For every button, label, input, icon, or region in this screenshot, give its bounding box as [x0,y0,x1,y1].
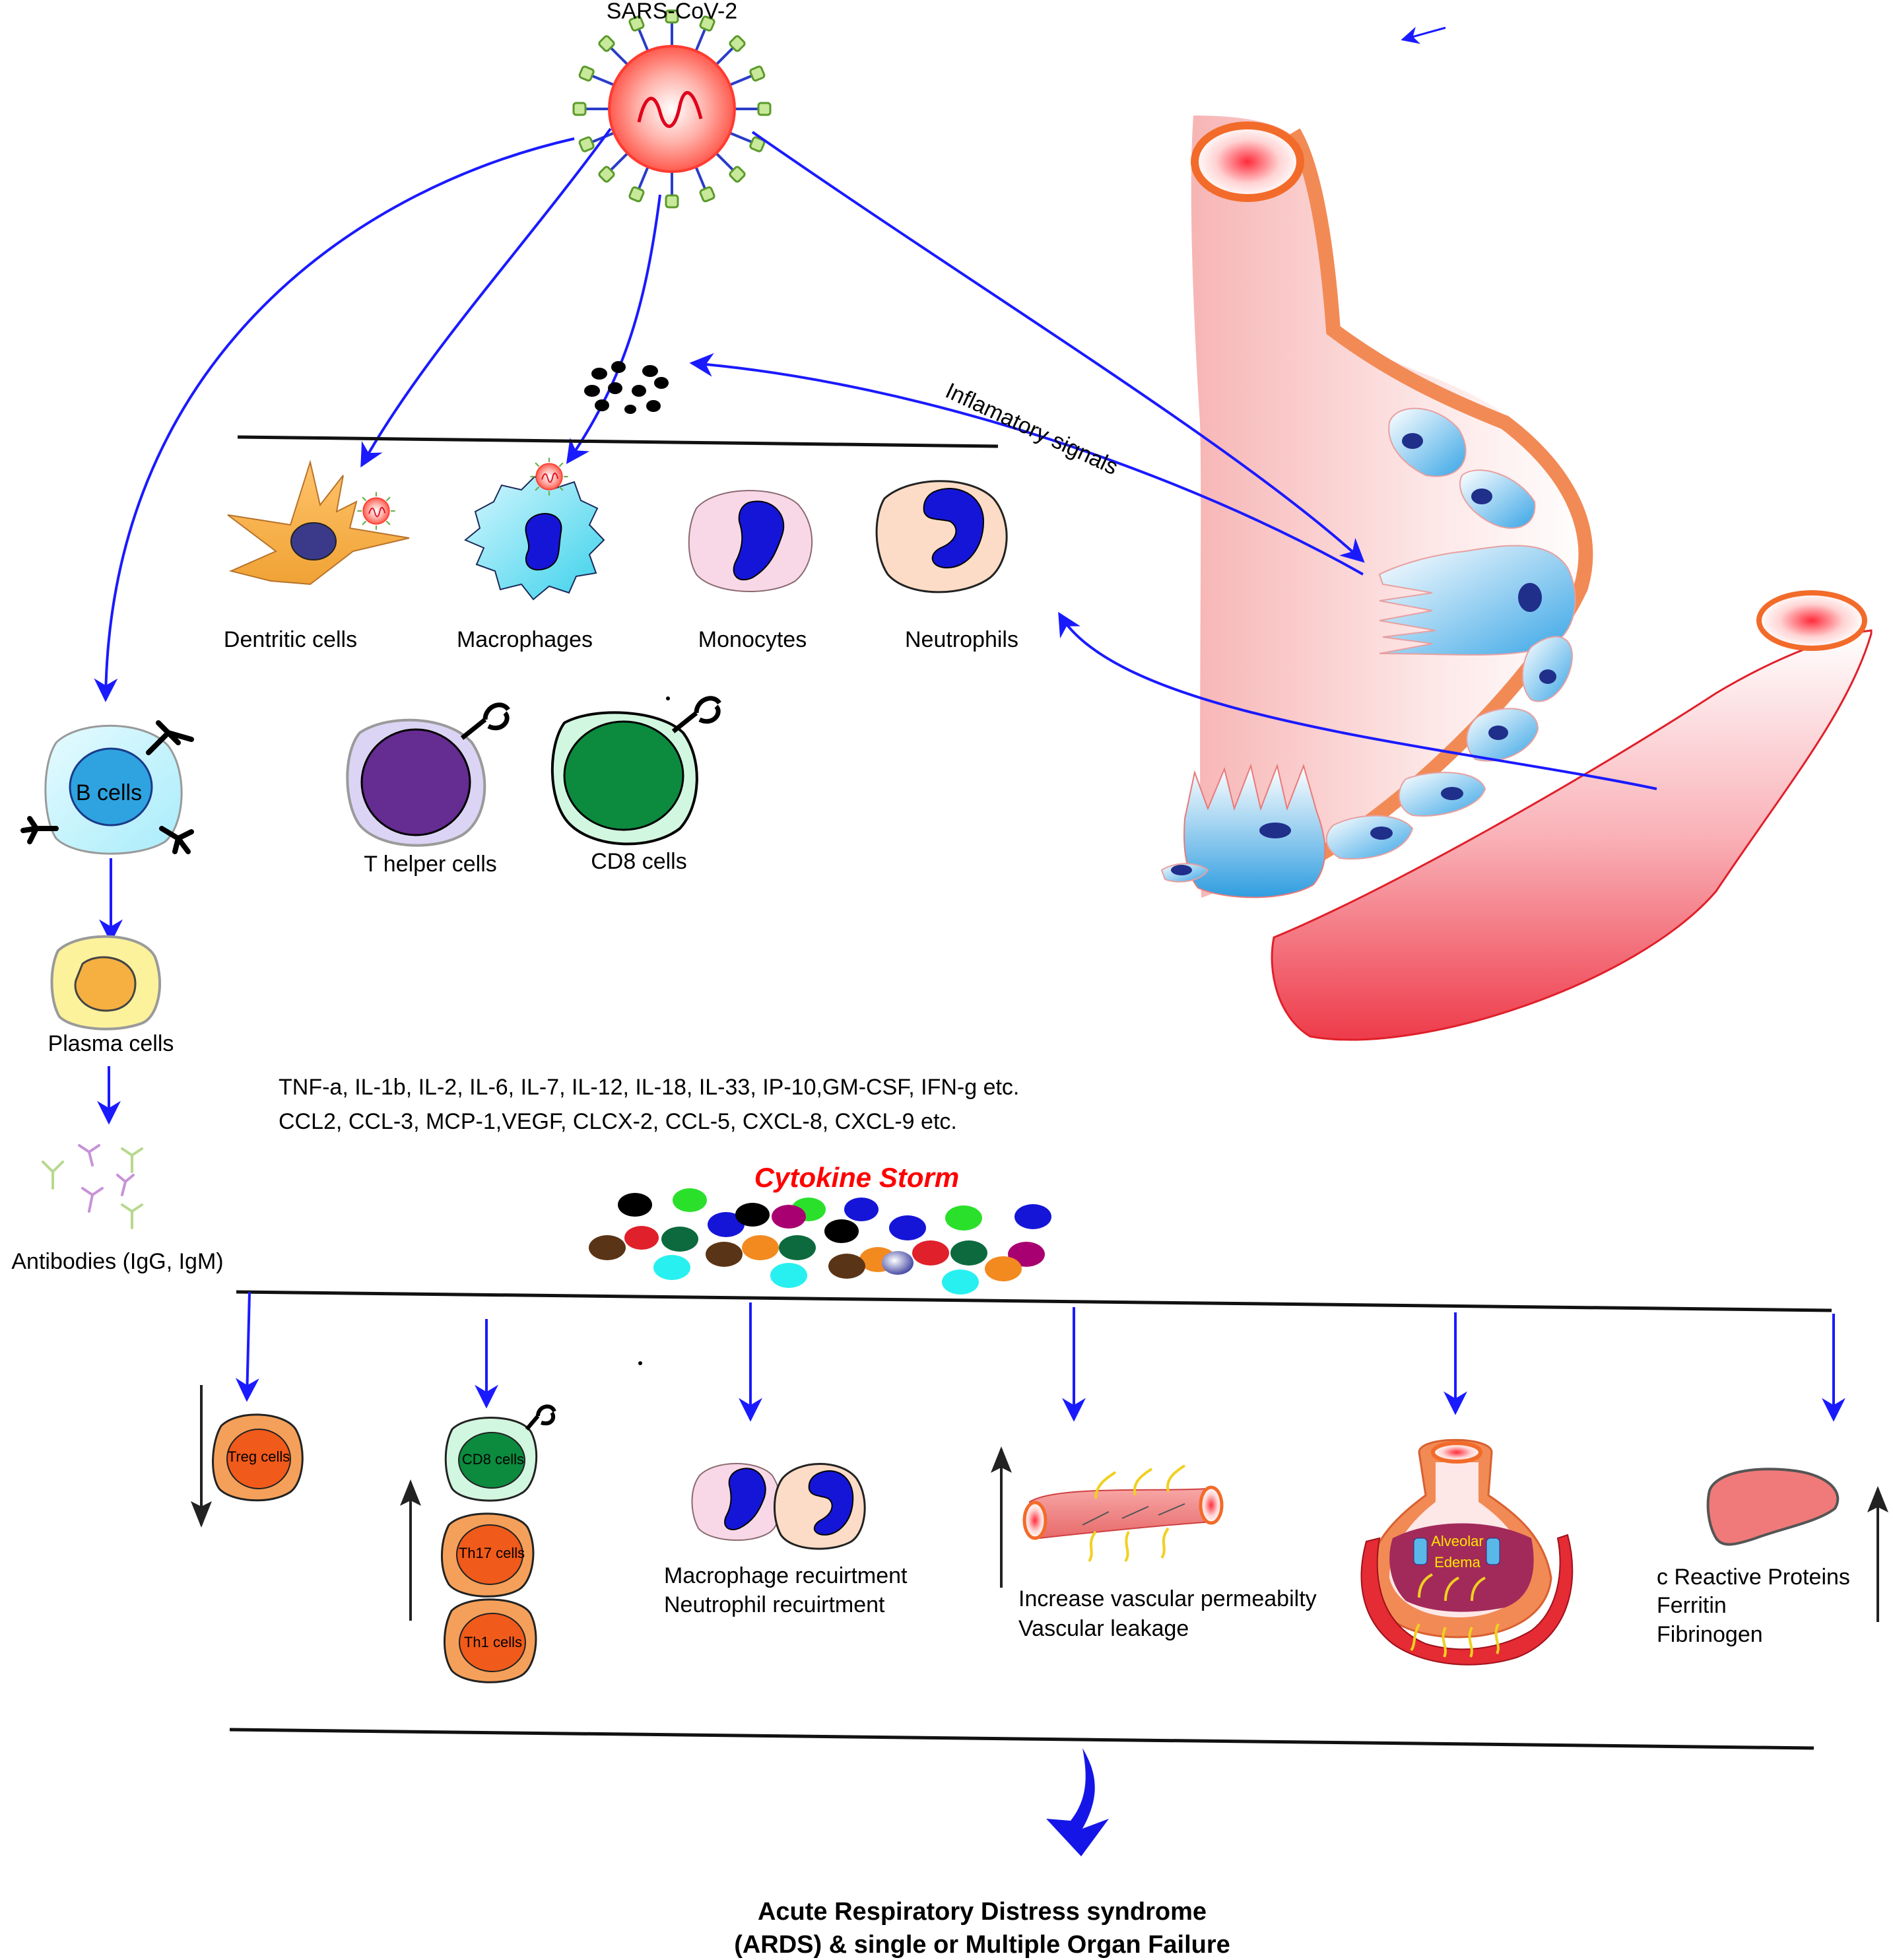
virus-spike-tip [729,166,746,183]
antibodies-label: Antibodies (IgG, IgM) [11,1249,223,1274]
virus-spike-tip [699,186,715,203]
recruit-line2: Neutrophil recuirtment [664,1592,885,1617]
virus-spike-tip [749,136,766,152]
virus-spike-tip [665,194,679,209]
airway-lumen [1191,121,1304,202]
liver-line1: c Reactive Proteins [1657,1565,1850,1590]
cytokines-line1: TNF-a, IL-1b, IL-2, IL-6, IL-7, IL-12, I… [279,1075,1019,1100]
cd8-label: CD8 cells [591,849,686,874]
receptor-icon [460,702,510,740]
b-cell [20,720,194,855]
inflammatory-label: Inflamatory signals [942,378,1122,480]
b-cells-label: B cells [76,780,142,805]
membrane-line [237,435,999,448]
outcome-line1: Acute Respiratory Distress syndrome [758,1898,1207,1926]
outcome-arrow [1046,1748,1109,1856]
signal-dots [584,361,669,414]
alveolar-line1: Alveolar [1431,1533,1483,1549]
virus-label: SARS-CoV-2 [607,0,737,24]
outcome-bar [229,1728,1814,1750]
dendritic-cell [227,459,410,586]
alveolar-edema-icon [1360,1438,1574,1666]
virus-spike-tip [757,102,772,116]
receptor-icon [671,696,721,733]
th1-label: Th1 cells [464,1634,522,1650]
neutrophils-label: Neutrophils [905,627,1018,652]
virus-arrows [94,127,1657,790]
virus-spike-tip [578,65,595,82]
effects-bar [236,1290,1832,1312]
recruit-neutrophil [774,1463,866,1550]
th1-cell [444,1598,537,1683]
cd8-cell [550,696,721,846]
dendritic-label: Dentritic cells [224,627,357,652]
t-helper-cell [346,702,510,847]
leaky-vessel-icon [1022,1464,1224,1563]
macrophage-cell [464,457,605,601]
liver-line2: Ferritin [1657,1593,1727,1618]
airway-illustration [1160,26,1873,1041]
th17-cell [441,1512,535,1598]
virus-spike-tip [578,136,595,152]
virus-spike-tip [598,166,615,183]
receptor-icon [525,1404,556,1431]
cd8-small-label: CD8 cells [462,1451,524,1468]
virus-spike-tip [665,9,679,24]
epithelial-cells [1160,407,1576,898]
recruit-monocyte [691,1463,781,1541]
liver-icon [1706,1468,1840,1546]
monocyte-cell [688,490,813,593]
treg-label: Treg cells [228,1448,290,1465]
treg-cell [212,1413,304,1502]
stray-dot [638,1361,642,1365]
monocytes-label: Monocytes [698,627,807,652]
antibody-icon [20,720,194,854]
vessel-lumen [1756,590,1867,651]
plasma-cell [50,935,161,1031]
vascular-line1: Increase vascular permeabilty [1018,1586,1317,1611]
virus-spike-tip [572,102,587,116]
virus-spike-tip [749,65,766,82]
outcome-line2: (ARDS) & single or Multiple Organ Failur… [734,1931,1230,1959]
recruit-line1: Macrophage recuirtment [664,1563,908,1588]
plasma-label: Plasma cells [48,1031,174,1056]
neutrophil-cell [875,480,1008,593]
th17-label: Th17 cells [459,1545,525,1561]
effect-arrows [235,1291,1845,1422]
cytokine-storm-label: Cytokine Storm [754,1162,959,1193]
virus-icon [572,9,772,209]
liver-line3: Fibrinogen [1657,1622,1763,1647]
cytokine-blobs [589,1188,1051,1295]
virus-spike-tip [729,35,746,52]
small-arrow [1401,26,1446,44]
alveolar-line2: Edema [1434,1554,1480,1571]
vascular-line2: Vascular leakage [1018,1616,1189,1641]
virus-spike-tip [598,35,615,52]
t-helper-label: T helper cells [364,852,497,877]
antibodies-icon [42,1144,143,1229]
macrophages-label: Macrophages [457,627,593,652]
virus-spike-tip [628,186,645,203]
cd8-small-cell [444,1404,556,1502]
virus-spike-tip [628,15,645,32]
cytokines-line2: CCL2, CCL-3, MCP-1,VEGF, CLCX-2, CCL-5, … [279,1109,957,1134]
virus-spike-tip [699,15,715,32]
